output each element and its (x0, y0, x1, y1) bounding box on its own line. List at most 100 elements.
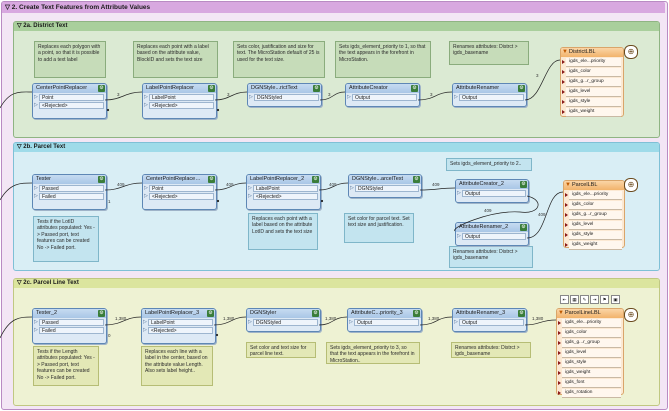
connector (0, 91, 33, 109)
globe-icon[interactable]: ⊕ (624, 45, 638, 59)
port-labelpoint[interactable]: LabelPoint (143, 319, 213, 326)
transformer-attributerenamer[interactable]: AttributeRenamer⚙ Output (452, 83, 527, 107)
gear-icon[interactable]: ⚙ (207, 310, 214, 317)
globe-icon[interactable]: ⊕ (624, 308, 638, 322)
port-failed[interactable]: Failed (34, 193, 104, 200)
bookmark-parcel-header[interactable]: ▽ 2b. Parcel Text (14, 143, 659, 152)
note-district-3[interactable]: Sets color, justification and size for t… (233, 41, 325, 78)
note-district-4[interactable]: Sets igds_element_priority to 1, so that… (335, 41, 431, 78)
bookmark-parcel-line-header[interactable]: ▽ 2c. Parcel Line Text (14, 279, 659, 288)
gear-icon[interactable]: ⚙ (413, 176, 420, 183)
gear-icon[interactable]: ⚙ (312, 310, 319, 317)
note-line-4[interactable]: Sets igds_element_priority to 3, so that… (326, 342, 420, 364)
main-bookmark-header[interactable]: ▽ 2. Create Text Features from Attribute… (2, 2, 665, 13)
connector (104, 316, 142, 326)
transformer-dgnstyler-parcel[interactable]: DGNStyle...arcelText⚙ DGNStyled (348, 174, 422, 198)
gear-icon[interactable]: ⚙ (98, 85, 105, 92)
gear-icon[interactable]: ⚙ (518, 310, 525, 317)
port-point[interactable]: Point (144, 185, 214, 192)
port-rejected[interactable]: <Rejected> (144, 193, 214, 200)
gear-icon[interactable]: ⚙ (520, 181, 527, 188)
note-parcel-1[interactable]: Tests if the LotID attributes populated:… (33, 216, 99, 262)
port-output[interactable]: Output (347, 94, 417, 101)
note-line-2[interactable]: Replaces each line with a label in the c… (141, 346, 213, 386)
transformer-attributecreator[interactable]: AttributeCreator⚙ Output (345, 83, 420, 107)
gear-icon[interactable]: ⚙ (313, 85, 320, 92)
transformer-labelpointreplacer-3[interactable]: LabelPointReplacer_3⚙ LabelPoint <Reject… (141, 308, 216, 344)
note-district-1[interactable]: Replaces each polygon with a point, so t… (34, 41, 106, 78)
gear-icon[interactable]: ⚙ (98, 310, 105, 317)
note-parcel-2[interactable]: Replaces each point with a label based o… (248, 213, 318, 250)
transformer-dgnstyler-district[interactable]: DGNStyle...rictText⚙ DGNStyled (247, 83, 322, 107)
note-parcel-4[interactable]: Sets igds_element_priority to 2.. (446, 158, 532, 171)
toolbar-icon[interactable]: ▦ (570, 295, 579, 304)
writer-attr: igds_level (558, 349, 621, 358)
transformer-attributerenamer-2[interactable]: AttributeRenamer_2⚙ Output (455, 222, 529, 246)
toolbar-icon[interactable]: ⇤ (560, 295, 569, 304)
toolbar-icon[interactable]: ⇥ (590, 295, 599, 304)
writer-districtlbl[interactable]: DistrictLBL igds_ele...priority igds_col… (560, 47, 624, 117)
writer-parcellinelbl[interactable]: ParcelLineLBL igds_ele...priority igds_c… (556, 308, 624, 398)
bookmark-parcel-text: ▽ 2b. Parcel Text (13, 142, 660, 271)
count-label: 1 (108, 199, 111, 204)
port-output[interactable]: Output (454, 94, 524, 101)
count-label: 1,380 (115, 316, 127, 321)
note-parcel-5[interactable]: Renames attributes: Distrct > igds_basen… (449, 246, 533, 268)
transformer-dgnstyler[interactable]: DGNStyler⚙ DGNStyled (246, 308, 321, 332)
port-rejected[interactable]: <Rejected> (144, 102, 214, 109)
transformer-labelpointreplacer-2[interactable]: LabelPointReplacer_2⚙ LabelPoint <Reject… (246, 174, 321, 210)
transformer-centerpointreplacer[interactable]: CenterPointReplacer⚙ Point <Rejected> (32, 83, 107, 119)
port-output[interactable]: Output (457, 233, 526, 240)
note-line-1[interactable]: Tests if the Length attributes populated… (33, 346, 99, 386)
transformer-attributecreator-3[interactable]: AttributeC...priority_3⚙ Output (347, 308, 422, 332)
note-parcel-3[interactable]: Set color for parcel text. Set text size… (344, 213, 414, 243)
toolbar-icon[interactable]: ⚑ (600, 295, 609, 304)
toolbar-icon[interactable]: ✎ (580, 295, 589, 304)
note-district-2[interactable]: Replaces each point with a label based o… (133, 41, 218, 78)
count-label: 409 (226, 182, 234, 187)
gear-icon[interactable]: ⚙ (520, 224, 527, 231)
transformer-attributerenamer-3[interactable]: AttributeRenamer_3⚙ Output (452, 308, 527, 332)
count-label: 3 (117, 92, 120, 97)
gear-icon[interactable]: ⚙ (98, 176, 105, 183)
toolbar-icon[interactable]: ▣ (611, 295, 620, 304)
gear-icon[interactable]: ⚙ (312, 176, 319, 183)
globe-icon[interactable]: ⊕ (624, 178, 638, 192)
port-labelpoint[interactable]: LabelPoint (144, 94, 214, 101)
writer-attr: igds_color (565, 201, 622, 210)
port-failed[interactable]: Failed (34, 327, 104, 334)
port-point[interactable]: Point (34, 94, 104, 101)
port-dgnstyled[interactable]: DGNStyled (350, 185, 419, 192)
note-line-5[interactable]: Renames attributes: Distrct > igds_basen… (451, 342, 531, 358)
transformer-attributecreator-2[interactable]: AttributeCreator_2⚙ Output (455, 179, 529, 203)
writer-parcellbl[interactable]: ParcelLBL igds_ele...priority igds_color… (563, 180, 625, 250)
gear-icon[interactable]: ⚙ (411, 85, 418, 92)
port-passed[interactable]: Passed (34, 319, 104, 326)
transformer-centerpointreplacer-2[interactable]: CenterPointReplacer_2⚙ Point <Rejected> (142, 174, 217, 210)
port-rejected[interactable]: <Rejected> (34, 102, 104, 109)
port-dgnstyled[interactable]: DGNStyled (248, 319, 318, 326)
gear-icon[interactable]: ⚙ (413, 310, 420, 317)
port-rejected[interactable]: <Rejected> (143, 327, 213, 334)
connector (104, 182, 143, 191)
writer-attr: igds_weight (558, 369, 621, 378)
port-labelpoint[interactable]: LabelPoint (248, 185, 318, 192)
gear-icon[interactable]: ⚙ (208, 176, 215, 183)
port-dgnstyled[interactable]: DGNStyled (249, 94, 319, 101)
port-output[interactable]: Output (457, 190, 526, 197)
note-district-5[interactable]: Renames attributes: Distrct > igds_basen… (449, 41, 529, 65)
port-output[interactable]: Output (349, 319, 419, 326)
gear-icon[interactable]: ⚙ (518, 85, 525, 92)
port-passed[interactable]: Passed (34, 185, 104, 192)
port-rejected[interactable]: <Rejected> (248, 193, 318, 200)
gear-icon[interactable]: ⚙ (208, 85, 215, 92)
note-line-3[interactable]: Set color and text size for parcel line … (246, 342, 316, 358)
connector (524, 319, 557, 326)
writer-attr: igds_g...r_group (565, 211, 622, 220)
bookmark-district-header[interactable]: ▽ 2a. District Text (14, 22, 659, 31)
port-output[interactable]: Output (454, 319, 524, 326)
writer-attr: igds_ele...priority (565, 191, 622, 200)
transformer-tester-2[interactable]: Tester_2⚙ Passed Failed (32, 308, 107, 344)
transformer-labelpointreplacer[interactable]: LabelPointReplacer⚙ LabelPoint <Rejected… (142, 83, 217, 119)
transformer-tester[interactable]: Tester⚙ Passed Failed (32, 174, 107, 210)
